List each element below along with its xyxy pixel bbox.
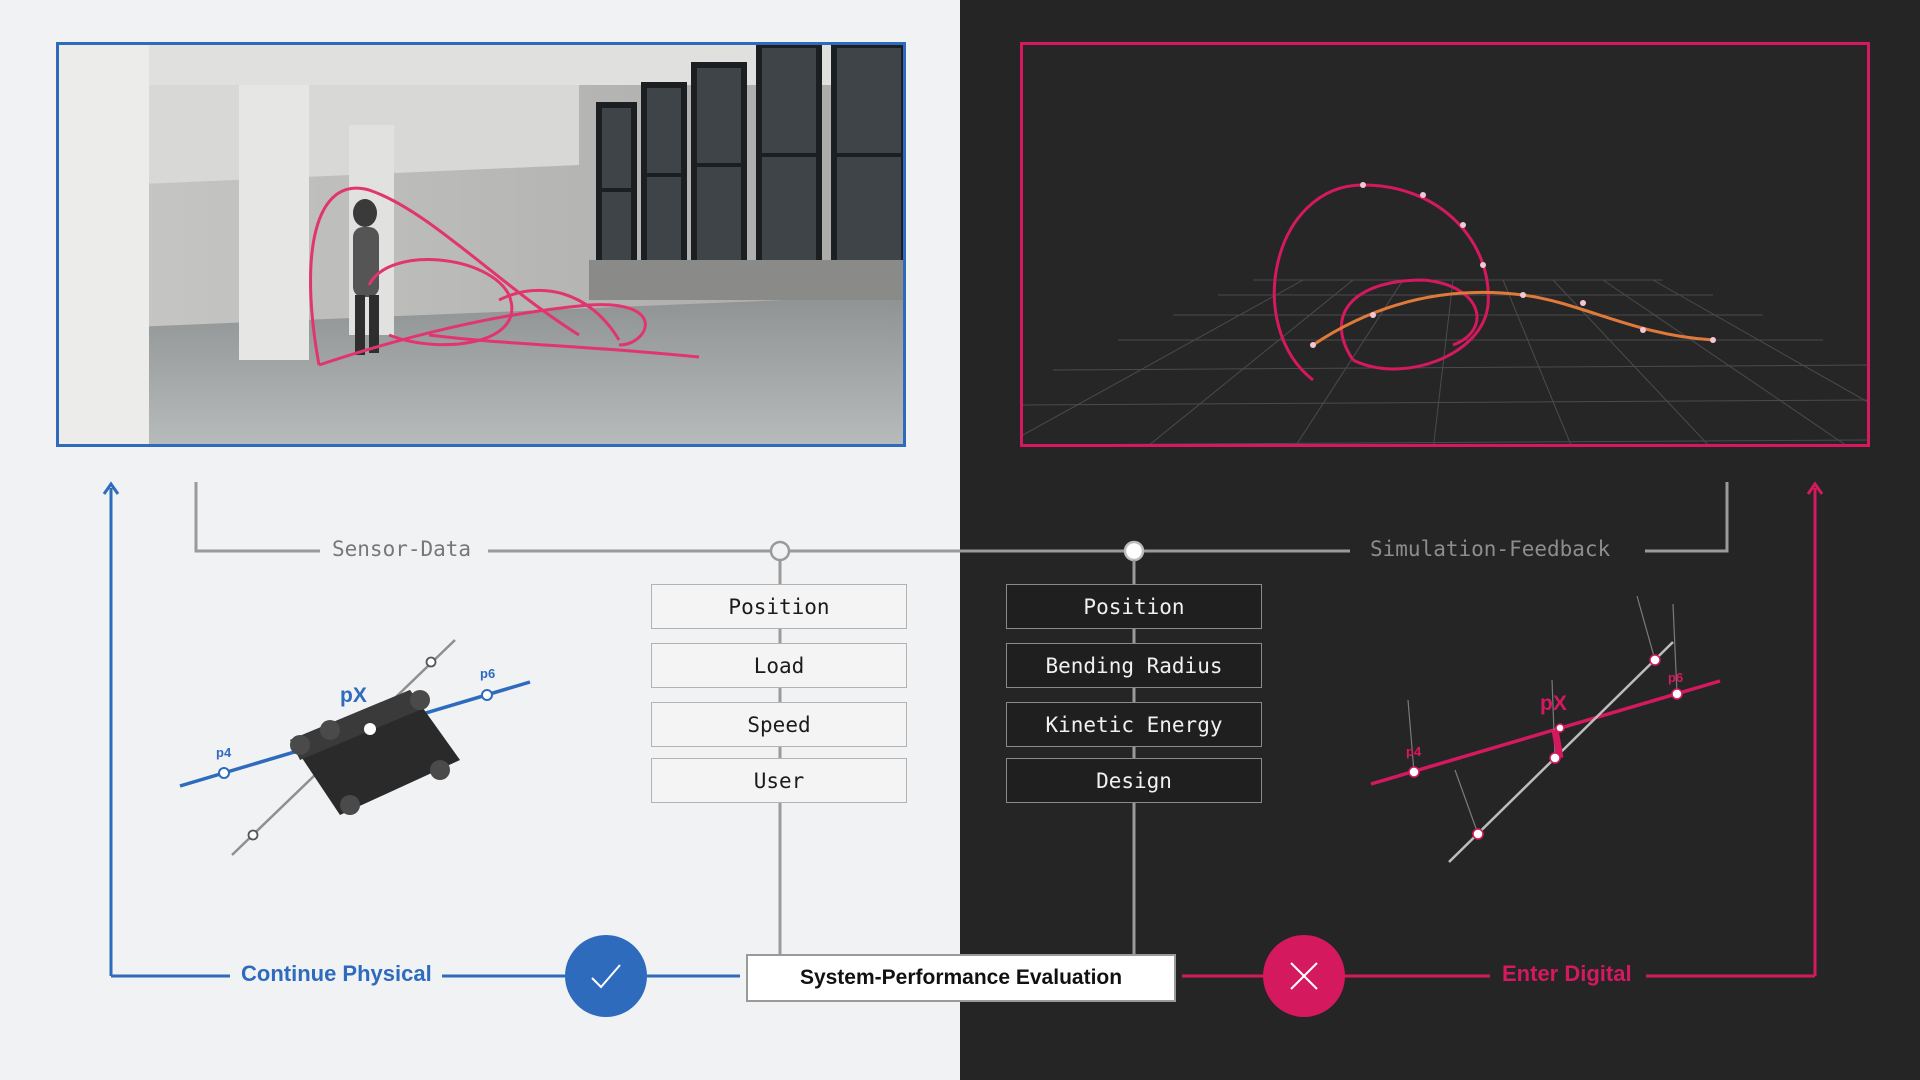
continue-physical-label: Continue Physical xyxy=(241,961,432,986)
simulation-feedback-label: Simulation-Feedback xyxy=(1370,537,1611,561)
left-p4-label: p4 xyxy=(216,745,232,760)
left-p6-label: p6 xyxy=(480,666,495,681)
sensor-box-speed: Speed xyxy=(651,702,907,747)
physical-node-diagram: p4 p6 pX xyxy=(179,639,531,856)
digital-node-diagram: p4 p6 pX xyxy=(1370,595,1721,863)
robot-node xyxy=(290,690,460,815)
enter-digital-label: Enter Digital xyxy=(1502,961,1632,986)
installation-photo-illustration xyxy=(59,45,903,444)
simulation-box-position: Position xyxy=(1006,584,1262,629)
simulation-box-design: Design xyxy=(1006,758,1262,803)
simulation-node xyxy=(1123,540,1145,562)
system-performance-evaluation: System-Performance Evaluation xyxy=(746,954,1176,1002)
installation-photo xyxy=(56,42,906,447)
right-px-label: pX xyxy=(1540,692,1567,715)
sensor-box-user: User xyxy=(651,758,907,803)
approve-circle[interactable] xyxy=(565,935,647,1017)
reject-circle[interactable] xyxy=(1263,935,1345,1017)
simulation-box-kinetic-energy: Kinetic Energy xyxy=(1006,702,1262,747)
check-icon xyxy=(591,964,621,989)
left-px-label: pX xyxy=(340,684,367,707)
simulation-grid-illustration xyxy=(1023,182,1867,444)
simulation-view xyxy=(1020,42,1870,447)
sensor-box-position: Position xyxy=(651,584,907,629)
close-icon xyxy=(1290,962,1318,990)
sensor-node xyxy=(769,540,791,562)
right-p4-label: p4 xyxy=(1406,744,1422,759)
right-p6-label: p6 xyxy=(1668,670,1683,685)
sensor-data-label: Sensor-Data xyxy=(332,537,472,561)
sensor-box-load: Load xyxy=(651,643,907,688)
simulation-box-bending-radius: Bending Radius xyxy=(1006,643,1262,688)
